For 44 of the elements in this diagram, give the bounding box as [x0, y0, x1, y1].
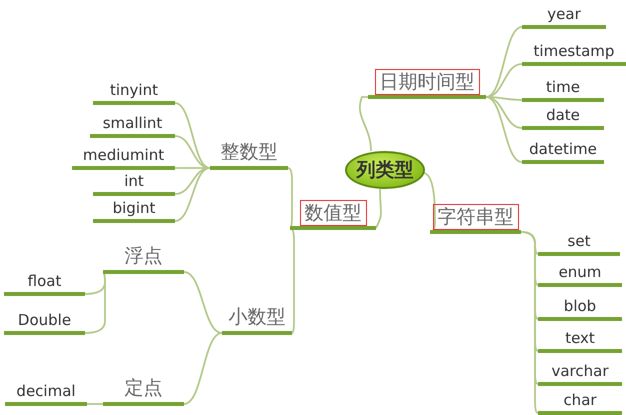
- topic-label: 小数型: [222, 305, 292, 335]
- branch-line: [375, 188, 382, 228]
- branch-line: [288, 167, 293, 229]
- topic-label: text: [538, 323, 622, 353]
- branch-line: [422, 172, 436, 233]
- topic-label: int: [93, 166, 175, 196]
- topic-label: blob: [538, 291, 622, 321]
- boxed-label: 字符串型: [432, 204, 518, 230]
- boxed-label: 日期时间型: [374, 69, 480, 95]
- branch-line: [520, 231, 539, 414]
- topic-label: date: [522, 100, 604, 130]
- branch-line: [359, 96, 372, 152]
- central-topic-ellipse: 列类型: [345, 151, 425, 189]
- topic-label: year: [522, 0, 606, 29]
- topic-label: Double: [4, 305, 85, 335]
- branch-line: [290, 227, 295, 334]
- topic-label: smallint: [90, 108, 175, 138]
- topic-label: timestamp: [522, 36, 626, 66]
- topic-label: time: [522, 72, 604, 102]
- branch-line: [486, 26, 522, 98]
- branch-line: [84, 271, 106, 334]
- branch-line: [87, 403, 103, 405]
- topic-label: datetime: [522, 134, 604, 164]
- topic-label: char: [538, 385, 622, 415]
- boxed-label: 数值型: [300, 200, 366, 226]
- branch-line: [174, 167, 210, 195]
- topic-label: enum: [538, 257, 622, 287]
- topic-label: 定点: [103, 376, 184, 406]
- branch-line: [174, 102, 210, 169]
- topic-label: 浮点: [103, 244, 184, 274]
- topic-label: float: [4, 266, 85, 296]
- topic-label: mediumint: [72, 140, 175, 170]
- topic-underline: [290, 197, 376, 230]
- topic-label: tinyint: [93, 75, 175, 105]
- topic-underline: [368, 66, 486, 99]
- topic-label: decimal: [5, 376, 87, 406]
- topic-label: bigint: [93, 193, 175, 223]
- branch-line: [184, 332, 222, 405]
- topic-label: 整数型: [210, 140, 288, 170]
- branch-line: [174, 167, 210, 222]
- branch-line: [486, 96, 522, 163]
- topic-label: varchar: [538, 356, 622, 386]
- topic-label: set: [538, 226, 620, 256]
- branch-line: [184, 271, 222, 334]
